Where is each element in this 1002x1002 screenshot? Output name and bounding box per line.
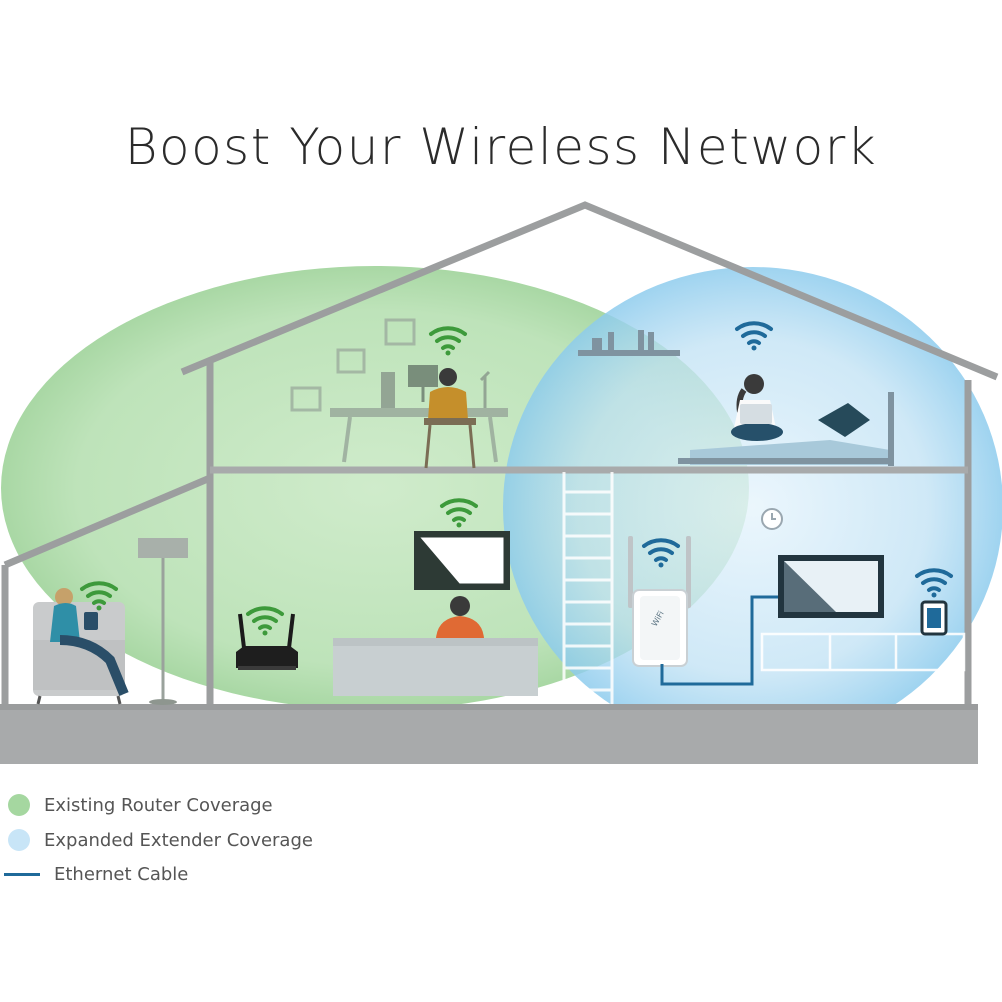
wifi-icon-tablet xyxy=(915,568,953,598)
person-on-armchair xyxy=(50,588,129,696)
wifi-icon-tv xyxy=(440,498,478,528)
armchair xyxy=(33,602,125,705)
legend-label: Existing Router Coverage xyxy=(44,794,273,816)
sofa xyxy=(333,638,538,696)
wifi-icon-router xyxy=(246,606,284,636)
living-room-tv xyxy=(414,531,510,590)
wifi-icon-extender xyxy=(642,538,680,568)
router-coverage-swatch xyxy=(8,794,30,816)
ground-floor xyxy=(0,704,978,764)
right-tv xyxy=(778,555,884,618)
extender-coverage-area xyxy=(503,267,1002,747)
person-at-desk xyxy=(424,368,476,469)
wifi-icon-bedroom xyxy=(735,321,773,351)
house-outline xyxy=(1,201,999,705)
clock-icon xyxy=(761,508,783,530)
legend-label: Ethernet Cable xyxy=(54,863,189,885)
extender-device: WiFi xyxy=(628,536,691,667)
ethernet-cable-swatch xyxy=(4,872,40,876)
staircase xyxy=(562,472,614,704)
wifi-icon-office xyxy=(429,326,467,356)
bedroom-shelf xyxy=(578,330,680,356)
legend-item-extender: Expanded Extender Coverage xyxy=(8,827,313,853)
legend-label: Expanded Extender Coverage xyxy=(44,829,313,851)
ethernet-cable xyxy=(660,595,780,686)
floor-lamp xyxy=(138,538,188,705)
tv-cabinet xyxy=(760,632,966,672)
person-with-laptop xyxy=(731,374,783,441)
legend-item-ethernet: Ethernet Cable xyxy=(4,861,189,887)
router-device xyxy=(236,613,298,670)
wifi-icon-armchair xyxy=(80,581,118,611)
person-on-sofa xyxy=(436,596,484,638)
office-room xyxy=(290,318,508,463)
extender-coverage-swatch xyxy=(8,829,30,851)
bed xyxy=(678,392,894,466)
page-title: Boost Your Wireless Network xyxy=(124,118,878,176)
legend-item-router: Existing Router Coverage xyxy=(8,792,273,818)
tablet-device xyxy=(920,600,948,636)
